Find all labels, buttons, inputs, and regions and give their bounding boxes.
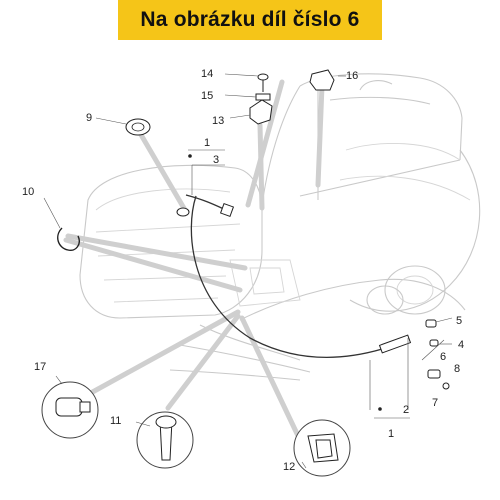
callout-7: 7: [432, 397, 438, 409]
leader-lines: [63, 79, 325, 443]
callout-1-lower: 1: [388, 428, 394, 440]
scooter-body-outline: [79, 73, 481, 381]
callout-14: 14: [201, 68, 213, 80]
callout-5: 5: [456, 315, 462, 327]
clip-parts: [43, 117, 151, 251]
callout-6: 6: [440, 351, 446, 363]
callout-3: 3: [213, 154, 219, 166]
callout-16: 16: [346, 70, 358, 82]
cable-assembly: [176, 149, 453, 419]
title-banner: Na obrázku díl číslo 6: [118, 0, 382, 40]
callout-4: 4: [458, 339, 464, 351]
callout-13: 13: [212, 115, 224, 127]
page-title: Na obrázku díl číslo 6: [140, 8, 360, 31]
callout-2: 2: [403, 404, 409, 416]
callout-11: 11: [110, 415, 121, 427]
callout-8: 8: [454, 363, 460, 375]
callout-1: 1: [204, 137, 210, 149]
callout-10: 10: [22, 186, 34, 198]
callout-9: 9: [86, 112, 92, 124]
callout-17: 17: [34, 361, 46, 373]
detail-circles: [41, 375, 351, 477]
callout-12: 12: [283, 461, 295, 473]
top-parts: [224, 69, 346, 125]
callout-labels: 1 3 14 15 13 16 9 10 5 4 6 8 7 2 1 17 11…: [22, 68, 464, 473]
callout-15: 15: [201, 90, 213, 102]
